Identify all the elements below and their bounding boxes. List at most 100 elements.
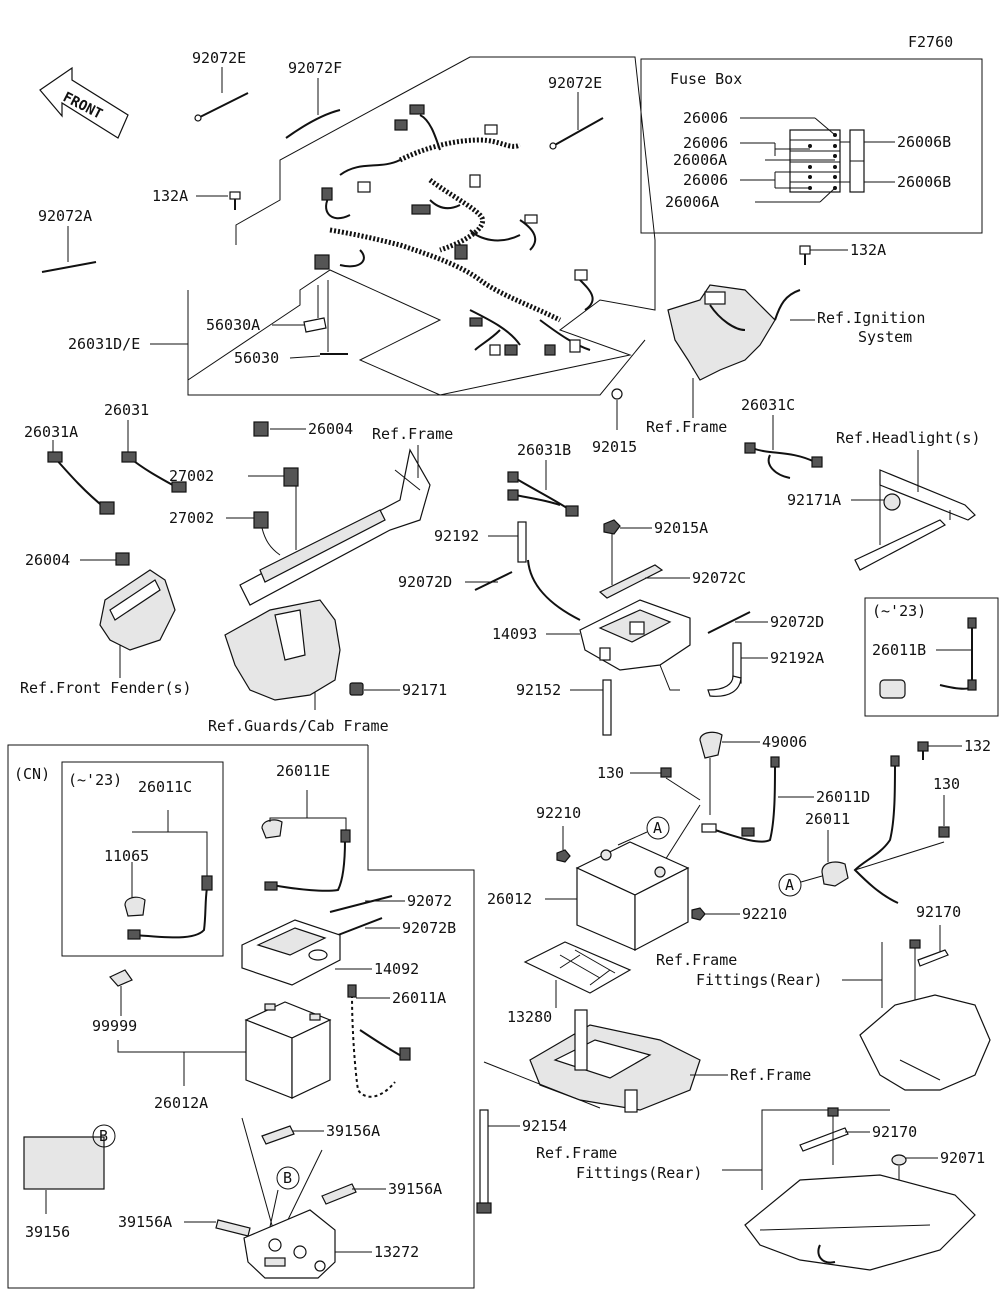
cable-tie-92072e[interactable]: [194, 92, 249, 122]
bolt-132a-b[interactable]: [799, 245, 811, 265]
part-14092: 14092: [374, 960, 419, 978]
front-fender-part: [99, 569, 176, 651]
part-13280: 13280: [507, 1008, 552, 1026]
part-26031: 26031: [104, 401, 149, 419]
svg-text:B: B: [283, 1169, 292, 1187]
connector-27002-b[interactable]: [253, 511, 269, 529]
frame-bracket: [239, 448, 431, 606]
cable-tie-92072d-a[interactable]: [474, 571, 513, 591]
cable-26011[interactable]: [821, 755, 900, 904]
battery-holder-14092[interactable]: [241, 919, 341, 986]
variant-box-26011c: [61, 761, 224, 957]
label-56030a[interactable]: [303, 317, 327, 333]
nut-92210-a[interactable]: [556, 849, 571, 863]
bolt-92170-b[interactable]: [799, 1107, 849, 1152]
part-92154: 92154: [522, 1117, 567, 1135]
part-92072e-b: 92072E: [548, 74, 602, 92]
nut-92210-b[interactable]: [691, 907, 706, 921]
label-99999[interactable]: [109, 969, 133, 987]
part-26011d: 26011D: [816, 788, 870, 806]
sub-harness-26031[interactable]: [121, 451, 187, 493]
cable-tie-92072e-b[interactable]: [549, 117, 604, 150]
connector-26004-a[interactable]: [253, 421, 269, 437]
pad-39156a-c[interactable]: [215, 1219, 251, 1237]
cable-tie-92072d-b[interactable]: [707, 611, 751, 634]
part-92015a: 92015A: [654, 519, 708, 537]
bolt-130-a[interactable]: [660, 767, 672, 778]
battery-tray-14093[interactable]: [527, 559, 691, 691]
part-49006: 49006: [762, 733, 807, 751]
main-wire-harness[interactable]: [314, 104, 594, 356]
part-92072d-b: 92072D: [770, 613, 824, 631]
nut-92015[interactable]: [611, 388, 623, 400]
bolt-92154[interactable]: [476, 1109, 492, 1214]
part-92072c: 92072C: [692, 569, 746, 587]
ref-guards: Ref.Guards/Cab Frame: [208, 717, 389, 735]
bolt-130-b[interactable]: [938, 826, 950, 838]
part-26031b: 26031B: [517, 441, 571, 459]
part-26011: 26011: [805, 810, 850, 828]
grommet-92071[interactable]: [891, 1154, 907, 1166]
ref-frame-a: Ref.Frame: [646, 418, 727, 436]
battery-26012[interactable]: [575, 841, 690, 951]
part-27002-a: 27002: [169, 467, 214, 485]
ref-frame-fittings-a1: Ref.Frame: [656, 951, 737, 969]
connector-27002-a[interactable]: [283, 467, 299, 487]
tray-13272[interactable]: [243, 1209, 336, 1279]
part-130-a: 130: [597, 764, 624, 782]
sub-harness-26031c[interactable]: [744, 442, 823, 479]
battery-26012a[interactable]: [244, 1001, 332, 1099]
headlight-part: [854, 469, 976, 571]
part-56030: 56030: [234, 349, 279, 367]
part-26011a: 26011A: [392, 989, 446, 1007]
cable-26011d[interactable]: [701, 756, 780, 843]
hose-92192a[interactable]: [707, 642, 742, 697]
cap-11065[interactable]: [124, 896, 146, 917]
cable-tie-92072a[interactable]: [41, 261, 97, 273]
fuse-label-26006b-1: 26006B: [897, 133, 951, 151]
connector-26004-b[interactable]: [115, 552, 130, 566]
hose-92192[interactable]: [517, 521, 527, 563]
bolt-92170-a[interactable]: [909, 939, 949, 967]
part-39156a-b: 39156A: [388, 1180, 442, 1198]
variant-box-26011b: (~'23): [864, 597, 999, 717]
grommet-92171[interactable]: [349, 682, 364, 696]
fuse-label-26006-3: 26006: [683, 171, 728, 189]
cable-tie-92072[interactable]: [329, 895, 393, 913]
part-13272: 13272: [374, 1243, 419, 1261]
part-92152: 92152: [516, 681, 561, 699]
sub-harness-26031b[interactable]: [507, 471, 579, 517]
pad-39156a-b[interactable]: [321, 1183, 357, 1205]
svg-text:A: A: [653, 819, 662, 837]
fuse-box-panel: Fuse Box: [640, 58, 983, 234]
rear-fitting-part-b: [744, 1174, 976, 1271]
callout-b-tray: B: [276, 1166, 300, 1190]
bolt-132a[interactable]: [229, 191, 241, 210]
part-92171a: 92171A: [787, 491, 841, 509]
variant-until23-a: (~'23): [68, 771, 122, 789]
fuse-box-title: Fuse Box: [670, 70, 742, 88]
plate-92072c[interactable]: [598, 564, 664, 599]
cable-26011c[interactable]: [127, 875, 213, 940]
pad-39156a-a[interactable]: [261, 1125, 295, 1145]
ref-ignition-2: System: [858, 328, 912, 346]
sub-harness-26031a[interactable]: [47, 451, 115, 515]
part-11065: 11065: [104, 847, 149, 865]
part-39156: 39156: [25, 1223, 70, 1241]
cover-49006[interactable]: [699, 731, 723, 759]
part-92072a: 92072A: [38, 207, 92, 225]
part-92192: 92192: [434, 527, 479, 545]
nut-92015a[interactable]: [603, 519, 621, 535]
hose-92152[interactable]: [602, 679, 612, 736]
bolt-132[interactable]: [917, 741, 929, 760]
svg-text:A: A: [785, 876, 794, 894]
rear-fitting-part-a: [859, 994, 991, 1091]
label-39156[interactable]: [23, 1136, 105, 1190]
cable-26011a[interactable]: [347, 984, 411, 1098]
cable-26011e[interactable]: [261, 819, 351, 892]
callout-a-battery: A: [646, 816, 670, 840]
mat-13280[interactable]: [523, 941, 632, 994]
fuse-label-26006b-2: 26006B: [897, 173, 951, 191]
cable-tie-92072f[interactable]: [285, 109, 341, 139]
fuse-label-26006a-2: 26006A: [665, 193, 719, 211]
